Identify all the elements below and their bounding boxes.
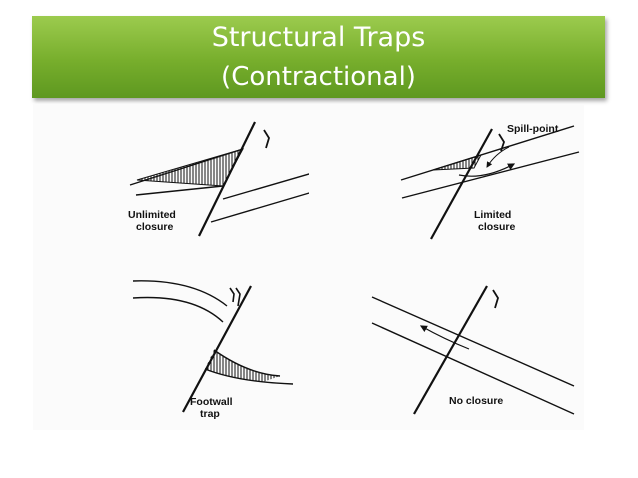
panel-footwall-trap: Footwall trap [33,264,309,430]
fault-arrow-icon [492,289,499,309]
footwall-bed-top [213,349,281,377]
hangingwall-bed-top [132,280,228,307]
spill-point-pointer [486,146,510,168]
footwall-trap-diagram: Footwall trap [132,280,294,420]
panel-unlimited-closure: Unlimited closure [33,104,309,264]
fault-line [182,285,252,413]
spill-point-callout: Spill-point [507,123,559,135]
slide-title: Structural Traps [211,22,426,53]
migration-arrow-icon [419,325,470,350]
panel-label-line1: Footwall [190,396,233,408]
hangingwall-bed-base [401,151,580,199]
fault-line [413,285,488,415]
unlimited-closure-diagram: Unlimited closure [128,121,309,237]
no-closure-diagram: No closure [371,285,575,415]
title-banner: Structural Traps (Contractional) [32,16,605,98]
trapped-hydrocarbon-zone [205,350,280,382]
hangingwall-bed-base [135,185,224,196]
migration-arrow-icon [458,163,516,177]
hangingwall-bed-top [400,125,575,181]
fault-arrow-icon [263,129,270,149]
panel-label-line2: closure [136,221,174,233]
trap-diagram-figure: Unlimited closure Spill-point Limited [33,104,584,430]
panel-label-line1: Unlimited [128,209,176,221]
hangingwall-bed-base [132,296,224,323]
hangingwall-bed-top [129,148,244,186]
limited-closure-diagram: Spill-point Limited closure [400,123,580,240]
fault-line [430,128,493,240]
panel-limited-closure: Spill-point Limited closure [309,104,584,264]
panel-label-line2: closure [478,221,516,233]
bed-top [371,296,575,387]
panel-label-line1: No closure [449,395,503,407]
bed-base [371,322,575,415]
panel-label-line1: Limited [474,209,511,221]
trapped-hydrocarbon-zone [136,148,245,187]
footwall-bed-base [210,192,309,223]
footwall-bed-base [204,368,294,385]
panel-no-closure: No closure [309,264,584,430]
panel-label-line2: trap [200,408,220,420]
footwall-bed-top [222,173,309,200]
fault-arrow-icon [229,287,241,307]
slide-subtitle: (Contractional) [221,62,416,92]
